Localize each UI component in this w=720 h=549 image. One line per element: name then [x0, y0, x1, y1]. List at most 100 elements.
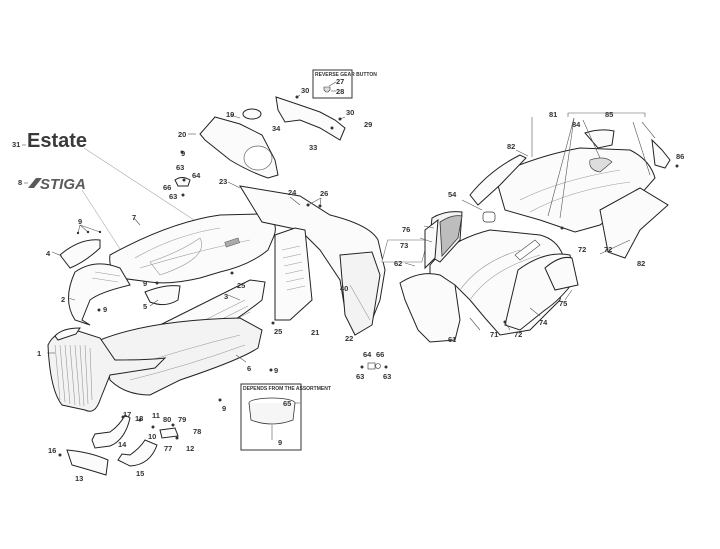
part-side-panel-4[interactable] — [59, 239, 101, 269]
callout-80: 80 — [163, 415, 171, 424]
part-bracket-15[interactable] — [117, 439, 158, 467]
callout-13: 13 — [75, 474, 83, 483]
callout-21: 21 — [311, 328, 319, 337]
callout-81: 81 — [549, 110, 557, 119]
callout-72-a: 72 — [514, 330, 522, 339]
part-85-right[interactable] — [651, 138, 671, 169]
callout-65: 65 — [283, 399, 291, 408]
callout-15: 15 — [136, 469, 144, 478]
reverse-button-icon — [323, 86, 331, 93]
leader-lines — [47, 94, 656, 363]
inset-assortment-title: DEPENDS FROM THE ASSORTMENT — [243, 386, 331, 392]
tray-65-icon — [248, 402, 296, 425]
callout-72-c: 72 — [604, 245, 612, 254]
callout-28: 28 — [336, 87, 344, 96]
callout-6: 6 — [247, 364, 251, 373]
callout-2: 2 — [61, 295, 65, 304]
part-side-rail-82-right[interactable] — [599, 187, 669, 259]
callout-9-c: 9 — [143, 279, 147, 288]
callout-75: 75 — [559, 299, 567, 308]
part-ring-19[interactable] — [242, 108, 262, 120]
part-front-side-2[interactable] — [68, 263, 131, 326]
callout-63-b: 63 — [169, 192, 177, 201]
callout-86: 86 — [676, 152, 684, 161]
callout-54: 54 — [448, 190, 457, 199]
callout-66-a: 66 — [163, 183, 171, 192]
callout-66-b: 66 — [376, 350, 384, 359]
callout-64-b: 64 — [363, 350, 372, 359]
inset-depends-on-assortment: DEPENDS FROM THE ASSORTMENT 65 9 — [240, 383, 331, 451]
callout-78: 78 — [193, 427, 201, 436]
part-bracket-14[interactable] — [91, 414, 131, 449]
callout-18: 18 — [135, 414, 143, 423]
part-bonnet[interactable] — [109, 213, 276, 284]
part-fender-75[interactable] — [544, 257, 579, 291]
callout-27: 27 — [336, 77, 344, 86]
callout-22: 22 — [345, 334, 353, 343]
callout-9-f: 9 — [222, 404, 226, 413]
callout-11: 11 — [152, 411, 160, 420]
callout-61: 61 — [448, 335, 456, 344]
callout-17: 17 — [123, 410, 131, 419]
part-trim-73[interactable] — [424, 218, 439, 270]
stiga-logo: 8 STIGA — [18, 176, 123, 253]
callout-30-a: 30 — [301, 86, 309, 95]
callout-5: 5 — [143, 302, 147, 311]
callout-84: 84 — [572, 120, 581, 129]
callout-72-b: 72 — [578, 245, 586, 254]
callout-40: 40 — [340, 284, 348, 293]
inset-reverse-gear-button: REVERSE GEAR BUTTON 27 28 — [312, 69, 377, 99]
callout-14: 14 — [118, 440, 127, 449]
callout-9-d: 9 — [103, 305, 107, 314]
stiga-slash-icon — [28, 178, 42, 188]
part-bumper-13[interactable] — [66, 449, 109, 476]
callout-71: 71 — [490, 330, 498, 339]
callout-25-b: 25 — [274, 327, 282, 336]
part-grille[interactable] — [47, 327, 167, 412]
callout-12: 12 — [186, 444, 194, 453]
part-panel-21[interactable] — [274, 227, 313, 321]
callout-85: 85 — [605, 110, 613, 119]
part-cup-54[interactable] — [482, 211, 496, 223]
callout-63-a: 63 — [176, 163, 184, 172]
callout-33: 33 — [309, 143, 317, 152]
stiga-logo-text: STIGA — [40, 176, 86, 193]
callout-24: 24 — [288, 188, 297, 197]
part-lower-body-6[interactable] — [99, 317, 263, 396]
part-64-top[interactable] — [174, 177, 191, 187]
callout-9-b: 9 — [181, 149, 185, 158]
estate-logo-text: Estate — [27, 130, 87, 152]
callout-1: 1 — [37, 349, 41, 358]
callout-82-a: 82 — [507, 142, 515, 151]
callout-9-e: 9 — [274, 366, 278, 375]
part-panel-22[interactable] — [339, 251, 381, 336]
callout-8: 8 — [18, 178, 22, 187]
callout-4: 4 — [46, 249, 51, 258]
callout-62: 62 — [394, 259, 402, 268]
callout-20: 20 — [178, 130, 186, 139]
part-12[interactable] — [159, 427, 179, 439]
callout-3: 3 — [224, 292, 228, 301]
callout-82-b: 82 — [637, 259, 645, 268]
callout-16: 16 — [48, 446, 56, 455]
callout-9-inset: 9 — [278, 438, 282, 447]
callout-29: 29 — [364, 120, 372, 129]
part-dash-cover-34[interactable] — [275, 96, 346, 141]
part-panel-5[interactable] — [144, 285, 181, 306]
callout-23: 23 — [219, 177, 227, 186]
callout-74: 74 — [539, 318, 548, 327]
part-dash-cover-20[interactable] — [199, 116, 279, 179]
fasteners — [58, 95, 679, 457]
callout-10: 10 — [148, 432, 156, 441]
callout-31: 31 — [12, 140, 20, 149]
part-85-bracket[interactable] — [584, 129, 615, 149]
part-side-rail-82-left[interactable] — [469, 154, 527, 206]
part-fender-61[interactable] — [399, 273, 461, 343]
inset-reverse-gear-title: REVERSE GEAR BUTTON — [315, 72, 377, 78]
callout-77: 77 — [164, 444, 172, 453]
callout-9-a: 9 — [78, 217, 82, 226]
callout-19: 19 — [226, 110, 234, 119]
callout-30-b: 30 — [346, 108, 354, 117]
callout-64-a: 64 — [192, 171, 201, 180]
